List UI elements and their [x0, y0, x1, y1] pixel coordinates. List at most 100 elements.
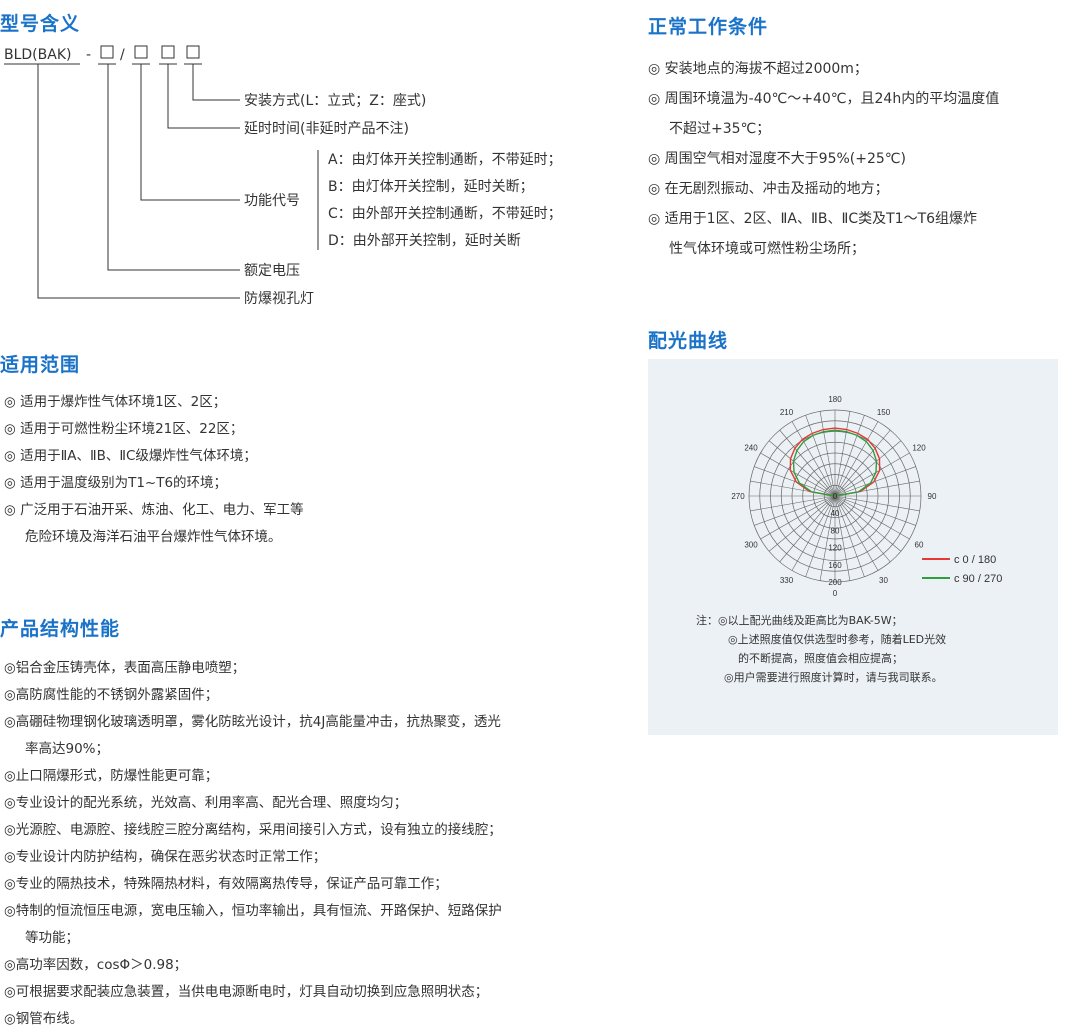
list-item: ◎ 适用于爆炸性气体环境1区、2区； — [4, 394, 227, 410]
list-item: ◎止口隔爆形式，防爆性能更可靠； — [4, 768, 219, 784]
chart-note: 的不断提高，照度值会相应提高； — [738, 652, 903, 665]
model-meaning-title: 型号含义 — [0, 13, 81, 35]
list-item: 率高达90%； — [25, 741, 110, 757]
polar-radial-label: 160 — [828, 561, 842, 570]
model-dash: - — [86, 47, 91, 63]
list-item: ◎高防腐性能的不锈钢外露紧固件； — [4, 687, 219, 703]
polar-grid-spoke — [834, 440, 902, 497]
delay-time-label: 延时时间(非延时产品不注) — [244, 121, 409, 137]
scope-title: 适用范围 — [0, 354, 81, 376]
polar-angle-label: 0 — [833, 589, 838, 598]
polar-angle-label: 90 — [928, 492, 937, 501]
light-distribution-chart: 1801501209060300330300270240210040801201… — [731, 395, 1002, 598]
polar-radial-label: 120 — [828, 544, 842, 553]
polar-grid-spoke — [834, 495, 910, 540]
polar-grid-spoke — [805, 495, 836, 577]
polar-radial-label: 80 — [831, 526, 840, 535]
polar-series-line — [792, 429, 878, 497]
polar-angle-label: 210 — [780, 408, 794, 417]
polar-grid-spoke — [819, 495, 836, 581]
list-item: ◎特制的恒流恒压电源，宽电压输入，恒功率输出，具有恒流、开路保护、短路保护 — [4, 903, 502, 919]
polar-grid-spoke — [754, 466, 836, 497]
model-prefix: BLD(BAK) — [4, 47, 71, 63]
polar-radial-label: 200 — [828, 578, 842, 587]
list-item: ◎铝合金压铸壳体，表面高压静电喷塑； — [4, 660, 246, 676]
polar-grid-spoke — [834, 495, 920, 512]
list-item: ◎ 适用于温度级别为T1~T6的环境； — [4, 475, 228, 491]
polar-grid-spoke — [834, 421, 879, 497]
polar-angle-label: 60 — [915, 541, 924, 550]
function-code-label: 功能代号 — [244, 193, 300, 209]
scope-list: ◎ 适用于爆炸性气体环境1区、2区； ◎ 适用于可燃性粉尘环境21区、22区； … — [4, 389, 304, 551]
list-item: ◎ 适用于1区、2区、ⅡA、ⅡB、ⅡC类及T1～T6组爆炸 — [648, 211, 978, 227]
conditions-title: 正常工作条件 — [648, 16, 769, 38]
list-item: ◎ 适用于ⅡA、ⅡB、ⅡC级爆炸性气体环境； — [4, 448, 257, 464]
polar-grid-spoke — [834, 495, 916, 526]
model-code-diagram: BLD(BAK) - / 安装方式(L：立式；Z：座式) 延时时间(非延时产品不… — [4, 45, 562, 307]
model-slash: / — [120, 47, 125, 63]
polar-grid-spoke — [834, 411, 851, 497]
polar-angle-label: 240 — [744, 444, 758, 453]
polar-grid-spoke — [819, 411, 836, 497]
polar-grid-spoke — [834, 466, 916, 497]
install-mode-label: 安装方式(L：立式；Z：座式) — [244, 93, 426, 109]
polar-radial-label: 0 — [833, 492, 838, 501]
chart-note: 注：◎以上配光曲线及距高比为BAK-5W； — [696, 614, 903, 627]
list-item: ◎ 周围环境温为-40℃～+40℃，且24h内的平均温度值 — [648, 91, 1000, 107]
polar-grid-spoke — [768, 495, 836, 552]
structure-list: ◎铝合金压铸壳体，表面高压静电喷塑； ◎高防腐性能的不锈钢外露紧固件； ◎高硼硅… — [4, 655, 502, 1033]
polar-angle-label: 30 — [879, 576, 888, 585]
legend-label: c 0 / 180 — [954, 554, 996, 566]
list-item: 等功能； — [25, 930, 79, 946]
polar-angle-label: 270 — [731, 492, 745, 501]
chart-note: ◎用户需要进行照度计算时，请与我司联系。 — [724, 671, 943, 684]
light-curve-title: 配光曲线 — [648, 330, 729, 352]
polar-grid-spoke — [834, 495, 902, 552]
list-item: ◎ 安装地点的海拔不超过2000m； — [648, 61, 868, 77]
polar-grid-spoke — [791, 421, 836, 497]
function-option-a: A：由灯体开关控制通断，不带延时； — [328, 152, 562, 168]
polar-angle-label: 120 — [912, 444, 926, 453]
structure-title: 产品结构性能 — [0, 618, 121, 640]
list-item: ◎可根据要求配装应急装置，当供电电源断电时，灯具自动切换到应急照明状态； — [4, 984, 489, 1000]
polar-grid-spoke — [760, 495, 836, 540]
chart-notes: 注：◎以上配光曲线及距高比为BAK-5W； ◎上述照度值仅供选型时参考，随着LE… — [648, 611, 946, 687]
list-item: 性气体环境或可燃性粉尘场所； — [669, 241, 865, 257]
polar-grid-spoke — [779, 429, 836, 497]
polar-grid-spoke — [834, 429, 891, 497]
list-item: ◎专业的隔热技术，特殊隔热材料，有效隔离热传导，保证产品可靠工作； — [4, 876, 448, 892]
legend-label: c 90 / 270 — [954, 573, 1002, 585]
polar-grid-spoke — [834, 495, 891, 563]
product-name-label: 防爆视孔灯 — [244, 291, 314, 307]
polar-grid-spoke — [750, 495, 836, 512]
polar-grid-spoke — [768, 440, 836, 497]
polar-angle-label: 180 — [828, 395, 842, 404]
list-item: ◎ 周围空气相对湿度不大于95%(+25℃) — [648, 151, 906, 167]
function-option-b: B：由灯体开关控制，延时关断； — [328, 179, 534, 195]
conditions-list: ◎ 安装地点的海拔不超过2000m； ◎ 周围环境温为-40℃～+40℃，且24… — [648, 54, 999, 264]
polar-grid-spoke — [834, 495, 851, 581]
list-item: 危险环境及海洋石油平台爆炸性气体环境。 — [25, 529, 282, 545]
polar-grid-spoke — [834, 495, 865, 577]
polar-grid-spoke — [754, 495, 836, 526]
function-option-d: D：由外部开关控制，延时关断 — [328, 233, 521, 249]
list-item: ◎ 广泛用于石油开采、炼油、化工、电力、军工等 — [4, 502, 304, 518]
chart-note: ◎上述照度值仅供选型时参考，随着LED光效 — [728, 633, 947, 646]
list-item: ◎ 在无剧烈振动、冲击及摇动的地方； — [648, 181, 889, 197]
polar-grid-spoke — [834, 452, 910, 497]
polar-series-line — [789, 427, 881, 497]
polar-radial-label: 40 — [831, 509, 840, 518]
list-item: ◎高硼硅物理钢化玻璃透明罩，雾化防眩光设计，抗4J高能量冲击，抗热聚变，透光 — [4, 714, 501, 730]
polar-angle-label: 330 — [780, 576, 794, 585]
list-item: ◎高功率因数，cosΦ＞0.98； — [4, 957, 188, 973]
polar-grid-spoke — [834, 495, 879, 571]
list-item: 不超过+35℃； — [669, 121, 771, 137]
list-item: ◎专业设计内防护结构，确保在恶劣状态时正常工作； — [4, 849, 327, 865]
polar-angle-label: 150 — [877, 408, 891, 417]
list-item: ◎钢管布线。 — [4, 1011, 84, 1027]
function-option-c: C：由外部开关控制通断，不带延时； — [328, 206, 562, 222]
list-item: ◎专业设计的配光系统，光效高、利用率高、配光合理、照度均匀； — [4, 795, 408, 811]
polar-angle-label: 300 — [744, 541, 758, 550]
polar-grid-spoke — [791, 495, 836, 571]
